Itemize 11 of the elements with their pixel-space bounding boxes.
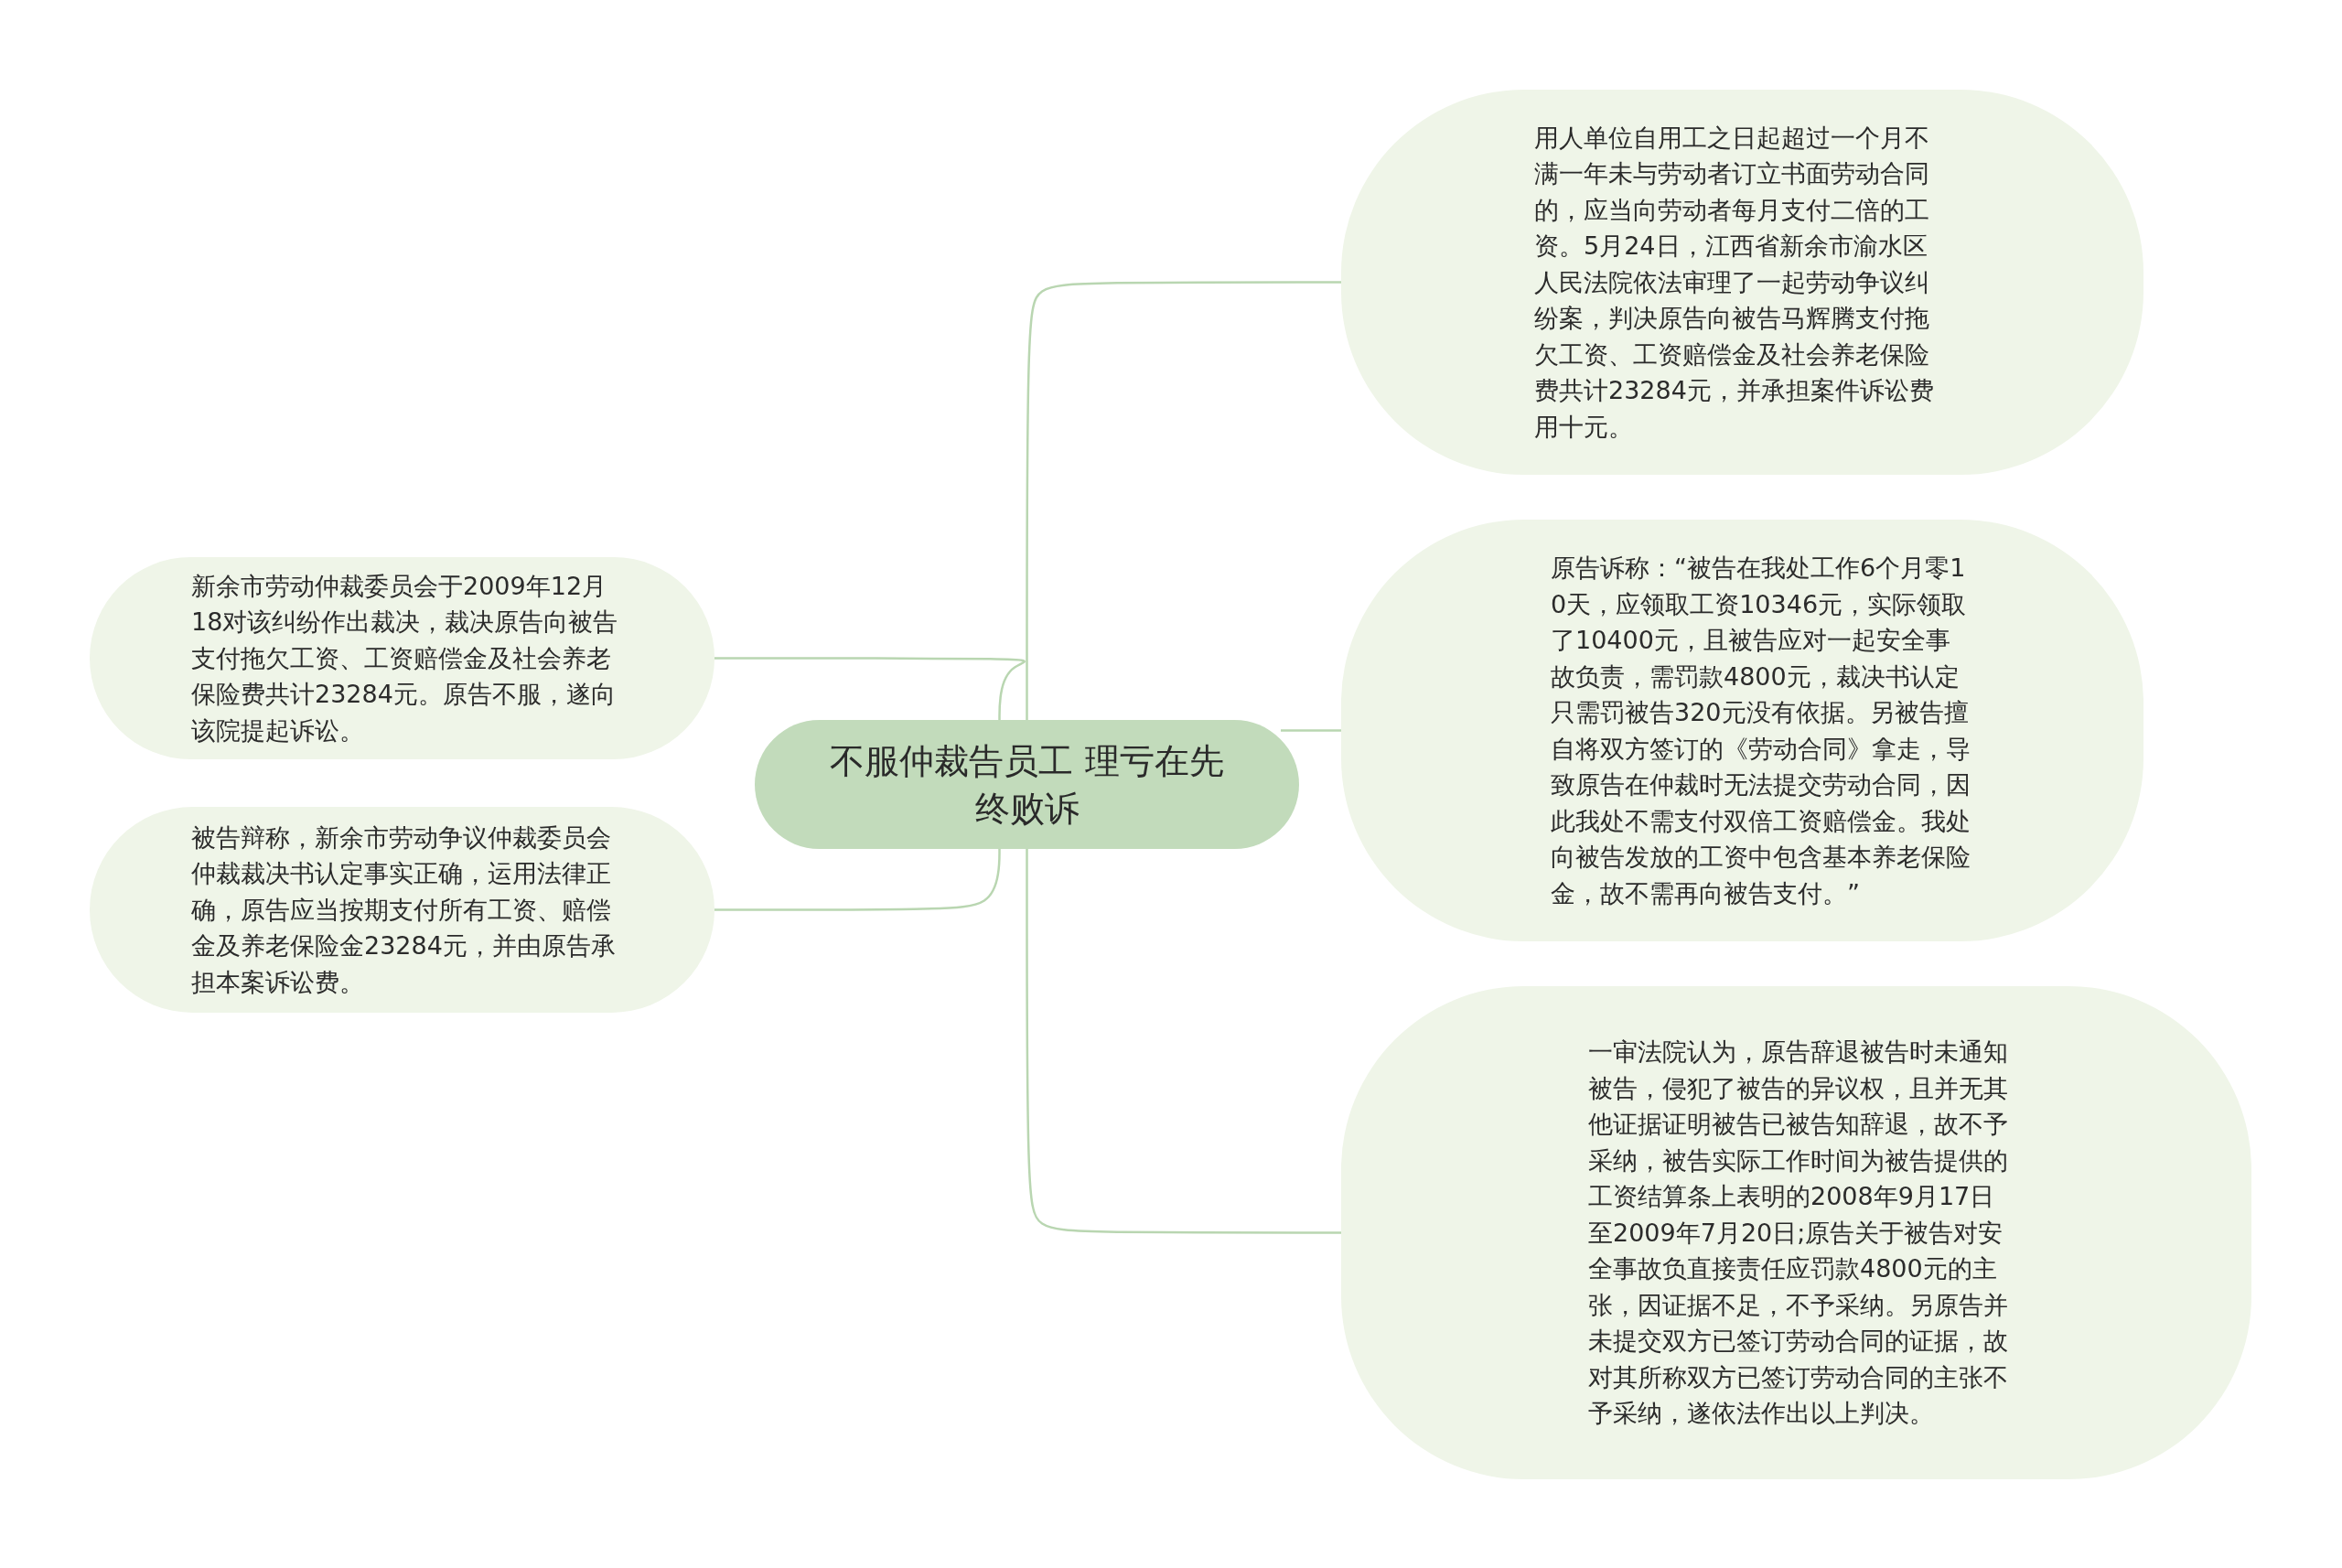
- connector-line: [1026, 849, 1341, 1234]
- connector-line: [1281, 729, 1341, 732]
- connector-line: [714, 849, 1001, 911]
- connector-line: [1026, 281, 1341, 720]
- central-topic-text: 不服仲裁告员工 理亏在先终败诉: [829, 739, 1225, 831]
- topic-text: 被告辩称，新余市劳动争议仲裁委员会仲裁裁决书认定事实正确，运用法律正确，原告应当按期支付所有工资、赔偿金及养老保险金23284元，并由原告承担本案诉讼费。: [191, 822, 617, 998]
- connector-line: [714, 657, 1026, 720]
- topic-text: 一审法院认为，原告辞退被告时未通知被告，侵犯了被告的异议权，且并无其他证据证明被告已被告知辞退，故不予采纳，被告实际工作时间为被告提供的工资结算条上表明的2008年9月17日至2009年7月20日;原告关于被告对安全事故负直接责任应罚款4800元的主张，因证据不足，不予采纳。另原告并未提交双方已签订劳动合同的证据，故对其所称双方已签订劳动合同的主张不予采纳，遂依法作出以上判决。: [1588, 1036, 2009, 1430]
- topic-text: 原告诉称：“被告在我处工作6个月零10天，应领取工资10346元，实际领取了10400元，且被告应对一起安全事故负责，需罚款4800元，裁决书认定只需罚被告320元没有依据。另被告擅自将双方签订的《劳动合同》拿走，导致原告在仲裁时无法提交劳动合同，因此我处不需支付双倍工资赔偿金。我处向被告发放的工资中包含基本养老保险金，故不需再向被告支付。”: [1551, 553, 1971, 909]
- topic-text: 新余市劳动仲裁委员会于2009年12月18对该纠纷作出裁决，裁决原告向被告支付拖欠工资、工资赔偿金及社会养老保险费共计23284元。原告不服，遂向该院提起诉讼。: [191, 570, 619, 746]
- topic-text: 用人单位自用工之日起超过一个月不满一年未与劳动者订立书面劳动合同的，应当向劳动者每月支付二倍的工资。5月24日，江西省新余市渝水区人民法院依法审理了一起劳动争议纠纷案，判决原告向被告马辉腾支付拖欠工资、工资赔偿金及社会养老保险费共计23284元，并承担案件诉讼费用十元。: [1534, 122, 1935, 443]
